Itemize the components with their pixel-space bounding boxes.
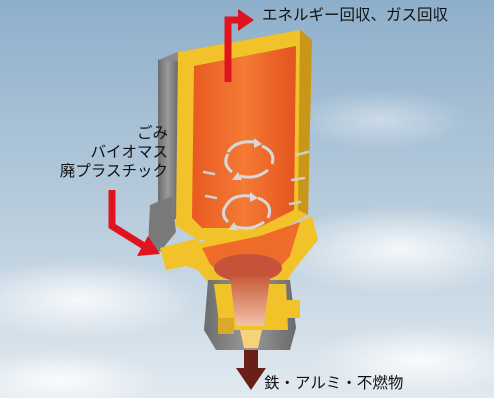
input-item-biomass: バイオマス xyxy=(90,143,168,161)
side-port-left xyxy=(218,318,234,334)
residue-label: 鉄・アルミ・不燃物 xyxy=(264,374,404,392)
steel-casing-left xyxy=(158,52,178,226)
input-materials-label: ごみ バイオマス 廃プラスチック xyxy=(26,124,168,181)
melting-zone xyxy=(214,254,282,282)
furnace-interior-upper xyxy=(192,46,296,228)
swirl-arrows xyxy=(221,140,275,230)
feed-chute xyxy=(148,196,176,252)
energy-recovery-arrow xyxy=(224,9,254,82)
tuyeres xyxy=(202,150,310,206)
residue-arrow xyxy=(236,350,266,390)
input-feed-arrow xyxy=(108,190,160,256)
clouds xyxy=(0,90,494,398)
side-port-right xyxy=(286,300,300,318)
input-item-waste: ごみ xyxy=(136,124,168,142)
energy-recovery-label: エネルギー回収、ガス回収 xyxy=(262,6,449,24)
swirl-arrowheads xyxy=(228,138,262,230)
discharge-channel xyxy=(230,276,270,326)
furnace xyxy=(148,30,318,350)
input-item-plastic: 廃プラスチック xyxy=(59,162,168,180)
casing-right-edge xyxy=(298,30,312,215)
bottom-nozzle xyxy=(240,330,262,348)
